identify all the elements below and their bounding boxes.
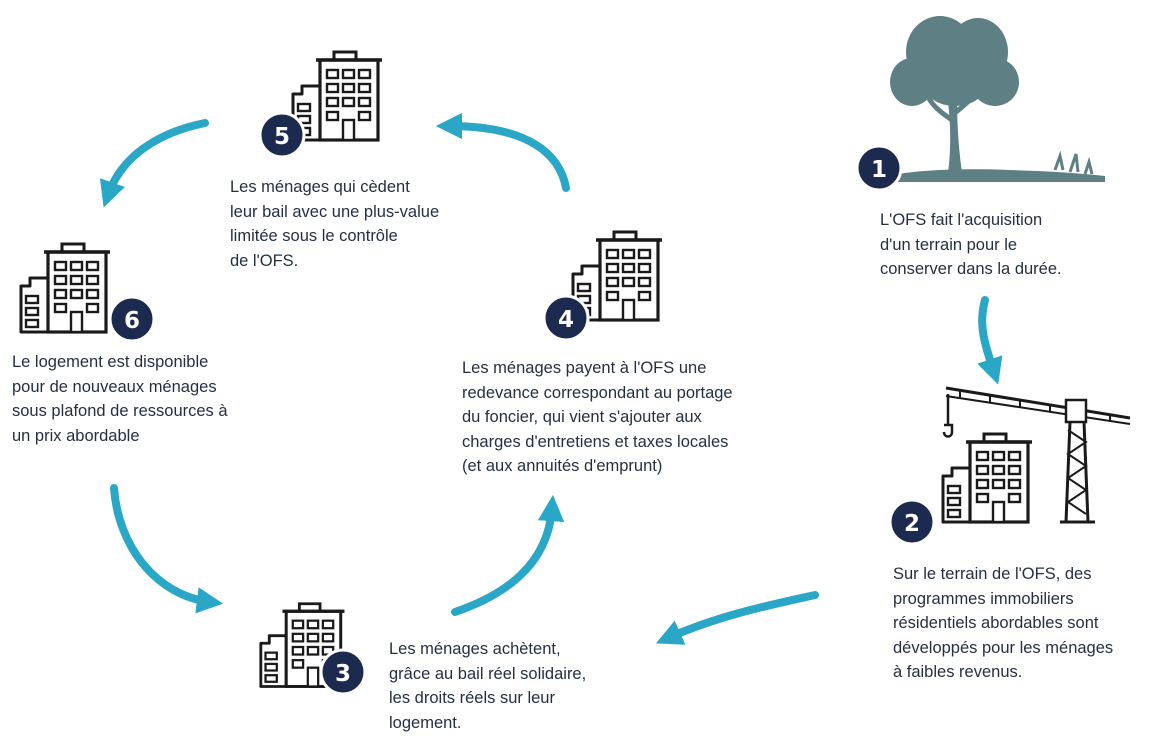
step-badge-2: 2: [888, 498, 936, 546]
step-4-line: (et aux annuités d'emprunt): [462, 457, 663, 475]
tree-icon: [868, 16, 1105, 182]
step-2-line: résidentiels abordables sont: [893, 614, 1099, 632]
step-6-line: sous plafond de ressources à: [12, 402, 228, 420]
arrow-3-to-4: [451, 494, 565, 616]
svg-text:5: 5: [274, 124, 290, 150]
building-icon-step-6: [19, 242, 112, 334]
step-4-line: charges d'entretiens et taxes locales: [462, 432, 729, 451]
step-1-line: L'OFS fait l'acquisition: [880, 211, 1043, 229]
step-5-description: Les ménages qui cèdent leur bail avec un…: [230, 175, 439, 273]
svg-text:3: 3: [335, 661, 351, 687]
step-5-line: Les ménages qui cèdent: [230, 178, 410, 196]
step-4-line: redevance correspondant au portage: [462, 383, 733, 402]
arrow-1-to-2: [977, 296, 1003, 385]
arrow-4-to-5: [435, 112, 570, 192]
step-5-line: leur bail avec une plus-value: [230, 202, 440, 221]
arrow-5-to-6: [99, 119, 209, 208]
step-3-line: Les ménages achètent,: [389, 640, 561, 658]
step-6-description: Le logement est disponible pour de nouve…: [12, 350, 228, 448]
step-4-line: du foncier, qui vient s'ajouter aux: [462, 408, 702, 426]
step-2-line: développés pour les ménages: [893, 638, 1114, 657]
step-1-description: L'OFS fait l'acquisition d'un terrain po…: [880, 208, 1062, 282]
step-1-line: d'un terrain pour le: [880, 235, 1018, 254]
step-5-line: limitée sous le contrôle: [230, 227, 398, 245]
step-1-line: conserver dans la durée.: [880, 260, 1062, 278]
step-2-line: Sur le terrain de l'OFS, des: [893, 565, 1092, 583]
svg-text:4: 4: [558, 307, 574, 333]
arrow-2-to-3: [655, 591, 819, 645]
step-badge-1: 1: [855, 144, 903, 192]
building-crane-icon: [941, 386, 1131, 524]
svg-text:2: 2: [904, 511, 920, 537]
step-6-line: pour de nouveaux ménages: [12, 377, 217, 396]
step-3-line: grâce au bail réel solidaire,: [389, 664, 587, 683]
arrow-6-to-3: [110, 484, 224, 614]
cycle-arrows: [99, 112, 1003, 645]
svg-text:6: 6: [124, 308, 140, 334]
step-6-line: Le logement est disponible: [12, 353, 209, 371]
step-2-line: à faibles revenus.: [893, 663, 1023, 681]
step-4-description: Les ménages payent à l'OFS une redevance…: [462, 356, 733, 479]
step-3-description: Les ménages achètent, grâce au bail réel…: [389, 637, 586, 735]
svg-text:1: 1: [871, 157, 887, 183]
step-4-line: Les ménages payent à l'OFS une: [462, 359, 707, 377]
step-6-line: un prix abordable: [12, 426, 140, 445]
step-badge-6: 6: [108, 295, 156, 343]
step-5-line: de l'OFS.: [230, 251, 299, 270]
step-3-line: logement.: [389, 713, 462, 732]
step-2-description: Sur le terrain de l'OFS, des programmes …: [893, 562, 1113, 685]
step-badge-3: 3: [319, 648, 367, 696]
step-badge-4: 4: [542, 294, 590, 342]
step-badge-5: 5: [258, 111, 306, 159]
building-icon-step-5: [291, 50, 384, 142]
step-3-line: les droits réels sur leur: [389, 689, 555, 707]
step-2-line: programmes immobiliers: [893, 589, 1074, 608]
